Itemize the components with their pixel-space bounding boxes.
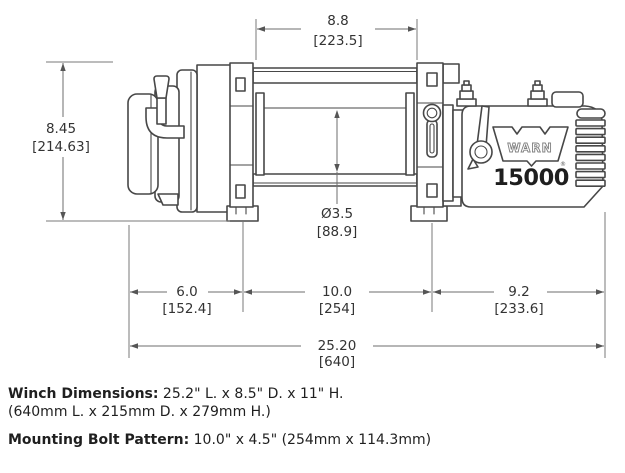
dim-bolt-span-inches: 10.0 (322, 284, 352, 300)
warn-logo-badge: WARN ® (492, 126, 569, 168)
motor-terminal-left (456, 80, 477, 107)
motor-terminal-right (527, 80, 548, 107)
notes-block: Winch Dimensions: 25.2" L. x 8.5" D. x 1… (8, 386, 431, 450)
winch-dimensions-metric: (640mm L. x 215mm D. x 279mm H.) (8, 403, 271, 420)
drum-support-housing (196, 64, 232, 213)
right-bracket-hole-top (426, 72, 438, 87)
dim-left-inches: 6.0 (176, 284, 197, 300)
drum-assembly (252, 67, 418, 187)
dim-right-mm: [233.6] (494, 301, 543, 317)
dim-top-width-inches: 8.8 (327, 13, 348, 29)
drum-flange-left (255, 92, 265, 176)
gear-housing (127, 64, 232, 213)
dim-top-width: 8.8 [223.5] (255, 13, 418, 60)
dim-overall-mm: [640] (319, 354, 355, 370)
model-number: 15000 (493, 165, 569, 191)
tie-rod-bottom (252, 173, 418, 187)
housing-band (176, 69, 198, 213)
motor-assembly: WARN ® 15000 (442, 80, 606, 208)
dim-bolt-span-mm: [254] (319, 301, 355, 317)
clutch-stem (156, 97, 167, 125)
dim-right-section: 9.2 [233.6] (433, 284, 604, 317)
left-mounting-bracket (226, 62, 259, 222)
winch-dimensions-label: Winch Dimensions: (8, 386, 159, 402)
mounting-bolt-value: 10.0" x 4.5" (254mm x 114.3mm) (193, 432, 432, 448)
dim-drum-dia-inches: Ø3.5 (321, 206, 353, 222)
dim-extension-lines (128, 212, 606, 358)
motor-clamp-lever (467, 105, 493, 170)
drum-flange-right (405, 92, 415, 176)
mounting-bolt-line: Mounting Bolt Pattern: 10.0" x 4.5" (254… (8, 432, 431, 450)
left-bracket-hole-top (235, 77, 246, 92)
left-bracket-hole-bottom (235, 184, 246, 199)
dim-top-width-mm: [223.5] (313, 33, 362, 49)
dim-drum-diameter: Ø3.5 [88.9] (317, 110, 358, 240)
motor-coupling-outer (442, 104, 454, 202)
cooling-fins (575, 108, 606, 187)
tensioner-roller (422, 103, 442, 123)
dim-height: 8.45 [214.63] (32, 61, 230, 222)
dim-overall-inches: 25.20 (318, 338, 357, 354)
brand-text: WARN (507, 141, 552, 155)
winch-dimensions-line: Winch Dimensions: 25.2" L. x 8.5" D. x 1… (8, 386, 431, 421)
dim-height-inches: 8.45 (46, 121, 76, 137)
dim-left-mm: [152.4] (162, 301, 211, 317)
right-bracket-ear-top (442, 63, 460, 84)
mounting-bolt-label: Mounting Bolt Pattern: (8, 432, 190, 448)
dim-left-section: 6.0 [152.4] (130, 284, 242, 317)
dim-height-mm: [214.63] (32, 139, 90, 155)
right-bracket-foot (410, 205, 448, 222)
left-bracket-plate (229, 62, 254, 208)
housing-step (157, 193, 179, 206)
registered-mark: ® (560, 161, 566, 168)
right-bracket-hole-bottom (426, 183, 438, 198)
winch-dimensions-value: 25.2" L. x 8.5" D. x 11" H. (162, 386, 344, 402)
dim-right-inches: 9.2 (508, 284, 529, 300)
motor-top-box (551, 91, 584, 108)
dim-overall-length: 25.20 [640] (130, 338, 604, 370)
tensioner-slot (426, 119, 438, 158)
dim-drum-dia-mm: [88.9] (317, 224, 358, 240)
tie-rod-top (252, 67, 418, 84)
left-bracket-foot (226, 205, 259, 222)
clutch-lever (145, 75, 185, 139)
clutch-knob (153, 75, 170, 99)
dim-bolt-span: 10.0 [254] (244, 284, 431, 317)
